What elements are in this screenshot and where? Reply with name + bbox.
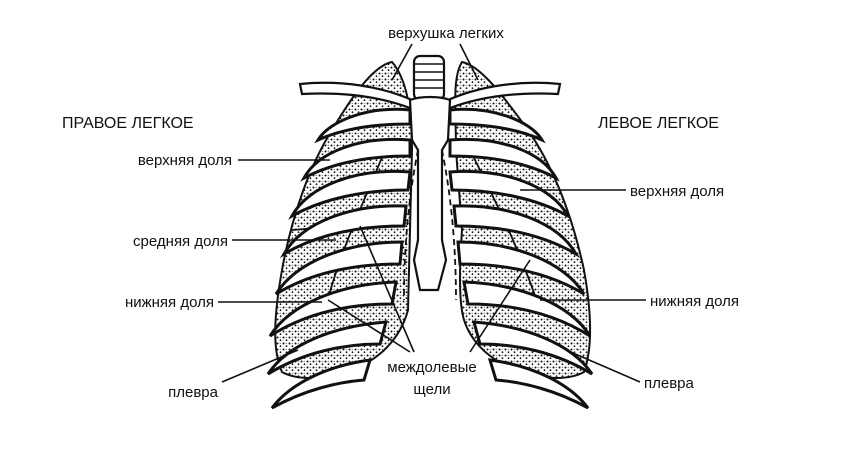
label-left-upper-lobe: верхняя доля xyxy=(630,183,724,200)
label-apex: верхушка легких xyxy=(388,25,504,42)
label-fissures-line1: междолевые xyxy=(387,359,476,376)
label-left-lower-lobe: нижняя доля xyxy=(650,293,739,310)
leader-lines xyxy=(218,43,646,383)
sternum xyxy=(403,95,457,301)
label-left-pleura: плевра xyxy=(644,375,695,392)
label-right-lung: ПРАВОЕ ЛЕГКОЕ xyxy=(62,115,194,132)
label-right-lower-lobe: нижняя доля xyxy=(125,294,214,311)
text-labels: верхушка легких ПРАВОЕ ЛЕГКОЕ ЛЕВОЕ ЛЕГК… xyxy=(62,25,739,401)
label-right-upper-lobe: верхняя доля xyxy=(138,152,232,169)
label-left-lung: ЛЕВОЕ ЛЕГКОЕ xyxy=(598,115,719,132)
left-ribs xyxy=(448,107,594,410)
label-right-pleura: плевра xyxy=(168,384,219,401)
label-right-middle-lobe: средняя доля xyxy=(133,233,228,250)
trachea xyxy=(412,54,446,102)
label-fissures-line2: щели xyxy=(413,381,450,398)
right-ribs xyxy=(266,107,412,410)
